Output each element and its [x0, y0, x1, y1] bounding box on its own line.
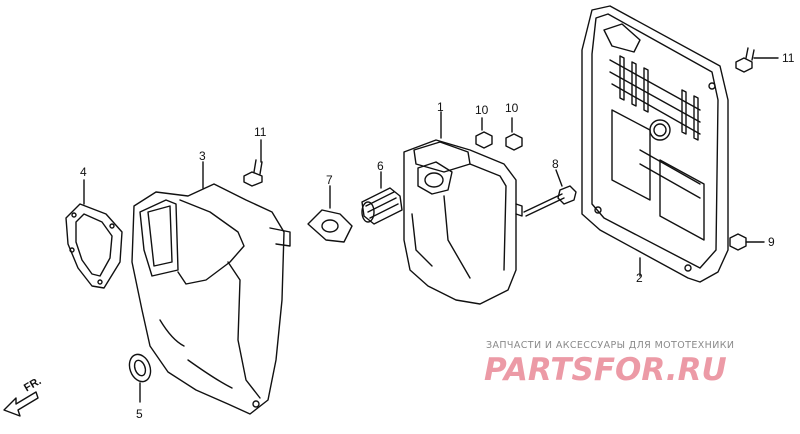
watermark-logo: PARTSFOR.RU	[484, 352, 727, 388]
callout-11-left: 11	[254, 125, 267, 139]
callout-2: 2	[636, 271, 643, 285]
part-bolt-11-left	[243, 139, 263, 187]
part-nut-10-right	[505, 117, 523, 151]
callout-8: 8	[552, 157, 559, 171]
watermark-caption: ЗАПЧАСТИ И АКСЕССУАРЫ ДЛЯ МОТОТЕХНИКИ	[486, 340, 735, 351]
part-protector-3	[131, 161, 291, 415]
front-arrow-icon	[3, 391, 39, 417]
part-gasket-4	[65, 179, 123, 289]
part-washer-5	[128, 353, 152, 403]
callout-3: 3	[199, 149, 206, 163]
part-nut-10-left	[475, 117, 493, 149]
part-muffler-1	[403, 111, 523, 305]
callout-10-right: 10	[505, 101, 519, 115]
callout-7: 7	[326, 173, 333, 187]
callout-1: 1	[437, 100, 444, 114]
part-nut-9	[729, 233, 765, 251]
part-bolt-8	[523, 169, 577, 217]
callout-4: 4	[80, 165, 87, 179]
part-bolt-11-right	[735, 47, 779, 73]
part-arrester-6	[361, 171, 403, 225]
callout-5: 5	[136, 407, 143, 421]
callout-10-left: 10	[475, 103, 489, 117]
callout-9: 9	[768, 235, 775, 249]
callout-6: 6	[377, 159, 384, 173]
part-gasket-7	[307, 185, 353, 243]
part-cover-2	[581, 5, 729, 283]
callout-11-right: 11	[782, 51, 795, 65]
